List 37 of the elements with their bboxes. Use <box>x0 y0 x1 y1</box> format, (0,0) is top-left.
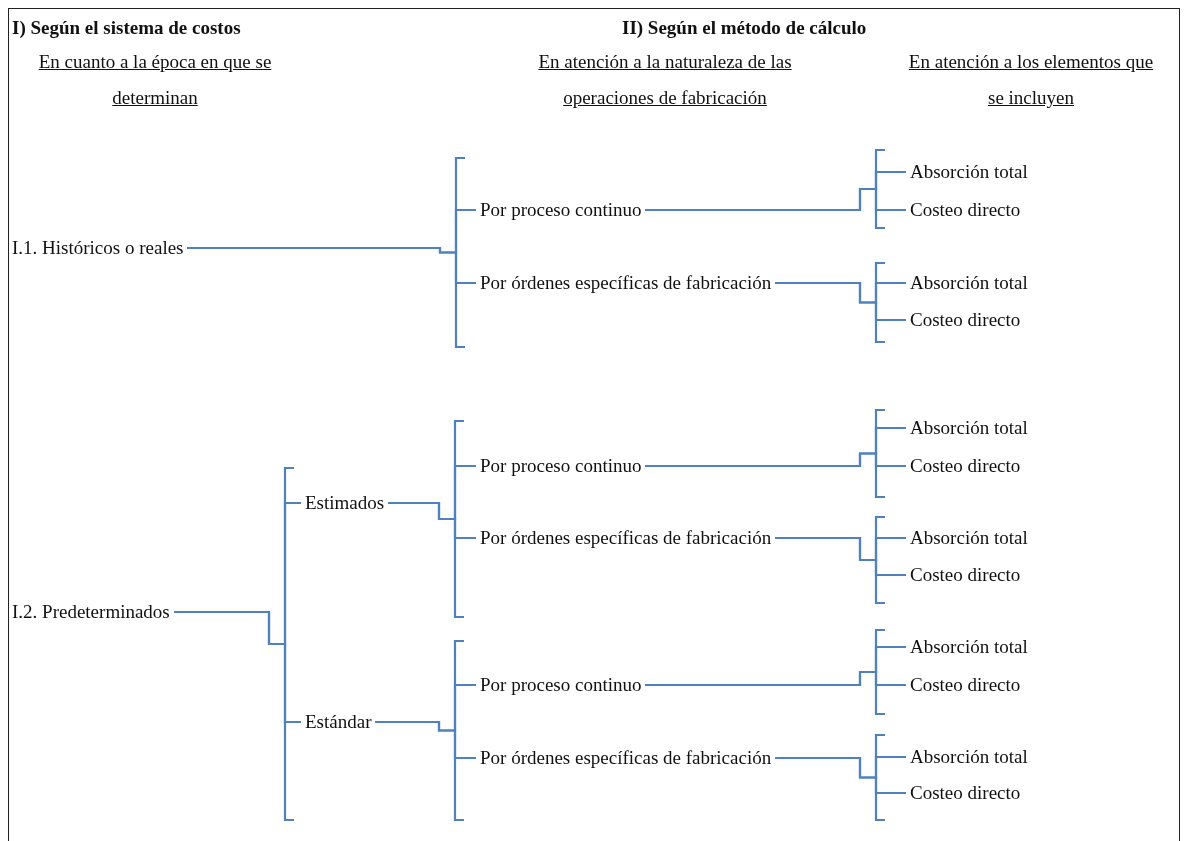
category-text: Por proceso continuo <box>480 673 642 697</box>
category-text: Por proceso continuo <box>480 454 642 478</box>
category-text: Absorción total <box>910 271 1028 295</box>
column-heading: En atención a la naturaleza de las operaciones de fabricación <box>537 50 793 110</box>
category-text: Costeo directo <box>910 673 1021 697</box>
category-text: Por órdenes específicas de fabricación <box>480 526 772 550</box>
category-text: I.1. Históricos o reales <box>12 236 184 260</box>
category-text: Costeo directo <box>910 781 1021 805</box>
category-text: I.2. Predeterminados <box>12 600 170 624</box>
category-text: Por órdenes específicas de fabricación <box>480 271 772 295</box>
category-text: Por órdenes específicas de fabricación <box>480 746 772 770</box>
bracket-connector <box>375 720 476 760</box>
bracket-connector <box>187 246 476 285</box>
column-heading: En cuanto a la época en que se determinan <box>37 50 273 110</box>
bracket-connector <box>775 756 906 795</box>
column-heading: En atención a los elementos que se incluyen <box>907 50 1155 110</box>
category-text: Estándar <box>305 710 372 734</box>
bracket-connector <box>388 501 476 540</box>
bracket-connector <box>174 610 301 724</box>
category-text: Absorción total <box>910 745 1028 769</box>
section-title: I) Según el sistema de costos <box>12 16 241 40</box>
category-text: Estimados <box>305 491 385 515</box>
category-text: Absorción total <box>910 526 1028 550</box>
category-text: Absorción total <box>910 416 1028 440</box>
category-text: Costeo directo <box>910 454 1021 478</box>
bracket-connector <box>775 281 906 322</box>
category-text: Absorción total <box>910 635 1028 659</box>
bracket-connector <box>775 536 906 577</box>
bracket-connector <box>645 670 906 687</box>
bracket-connector <box>645 187 906 212</box>
category-text: Por proceso continuo <box>480 198 642 222</box>
section-title: II) Según el método de cálculo <box>622 16 867 40</box>
category-text: Costeo directo <box>910 308 1021 332</box>
category-text: Costeo directo <box>910 563 1021 587</box>
category-text: Absorción total <box>910 160 1028 184</box>
category-text: Costeo directo <box>910 198 1021 222</box>
bracket-connector <box>645 452 906 468</box>
